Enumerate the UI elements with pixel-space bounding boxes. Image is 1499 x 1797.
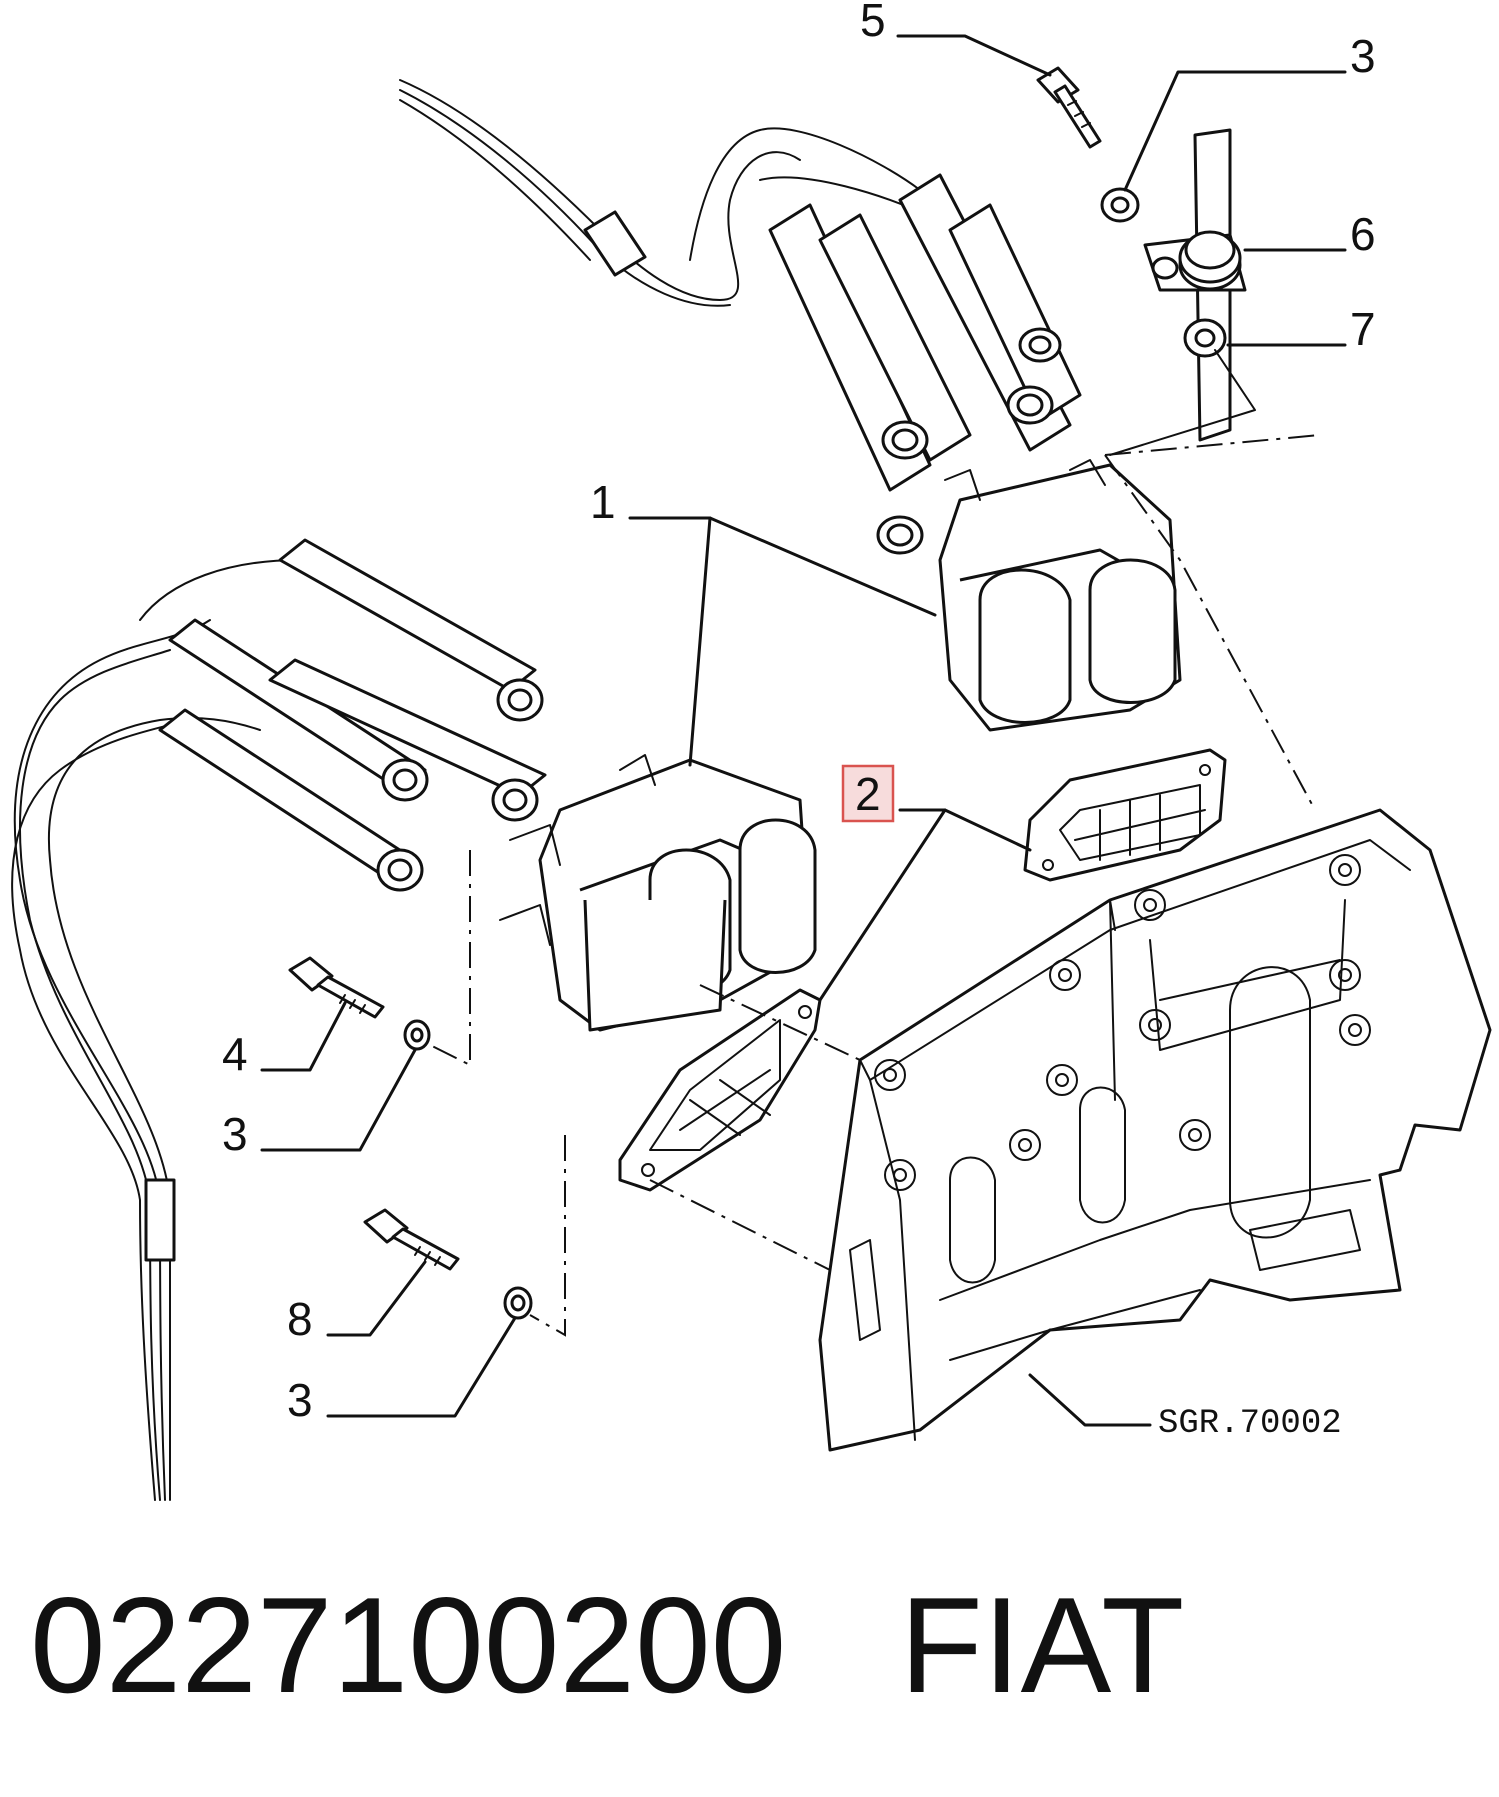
- parts-diagram: 5 3 6 7 1 2 4 3 8 3 SGR.70002: [11, 0, 1492, 1501]
- upper-ignition-leads: [768, 173, 1082, 555]
- mounting-bracket: [818, 808, 1492, 1452]
- brand-name: FIAT: [899, 1569, 1185, 1721]
- gasket-upper: [1023, 748, 1227, 882]
- upper-wire-harness: [399, 79, 961, 307]
- callout-3-mid: 3: [222, 1108, 248, 1160]
- callout-2: 2: [855, 768, 881, 820]
- top-right-fasteners: [1036, 66, 1256, 456]
- callout-3-top: 3: [1350, 30, 1376, 82]
- part-number: 0227100200: [30, 1569, 787, 1721]
- callout-1: 1: [590, 476, 616, 528]
- callout-4: 4: [222, 1028, 248, 1080]
- reference-code: SGR.70002: [1158, 1405, 1342, 1443]
- lower-wire-harness: [11, 559, 301, 1501]
- callout-8: 8: [287, 1293, 313, 1345]
- callout-5: 5: [860, 0, 886, 46]
- lower-ignition-leads: [158, 538, 547, 892]
- upper-ignition-coil: [938, 459, 1182, 732]
- callout-3-bottom: 3: [287, 1374, 313, 1426]
- leader-lines: [260, 34, 1347, 1427]
- callouts: 5 3 6 7 1 2 4 3 8 3 SGR.70002: [222, 0, 1376, 1443]
- callout-7: 7: [1350, 303, 1376, 355]
- alignment-lines: [429, 434, 1321, 1337]
- gasket-lower: [618, 988, 822, 1192]
- callout-2-highlight: [841, 764, 895, 823]
- part-caption: 0227100200 FIAT: [30, 1575, 1184, 1715]
- callout-6: 6: [1350, 208, 1376, 260]
- lower-ignition-coil: [499, 754, 817, 1032]
- left-fasteners: [288, 956, 533, 1320]
